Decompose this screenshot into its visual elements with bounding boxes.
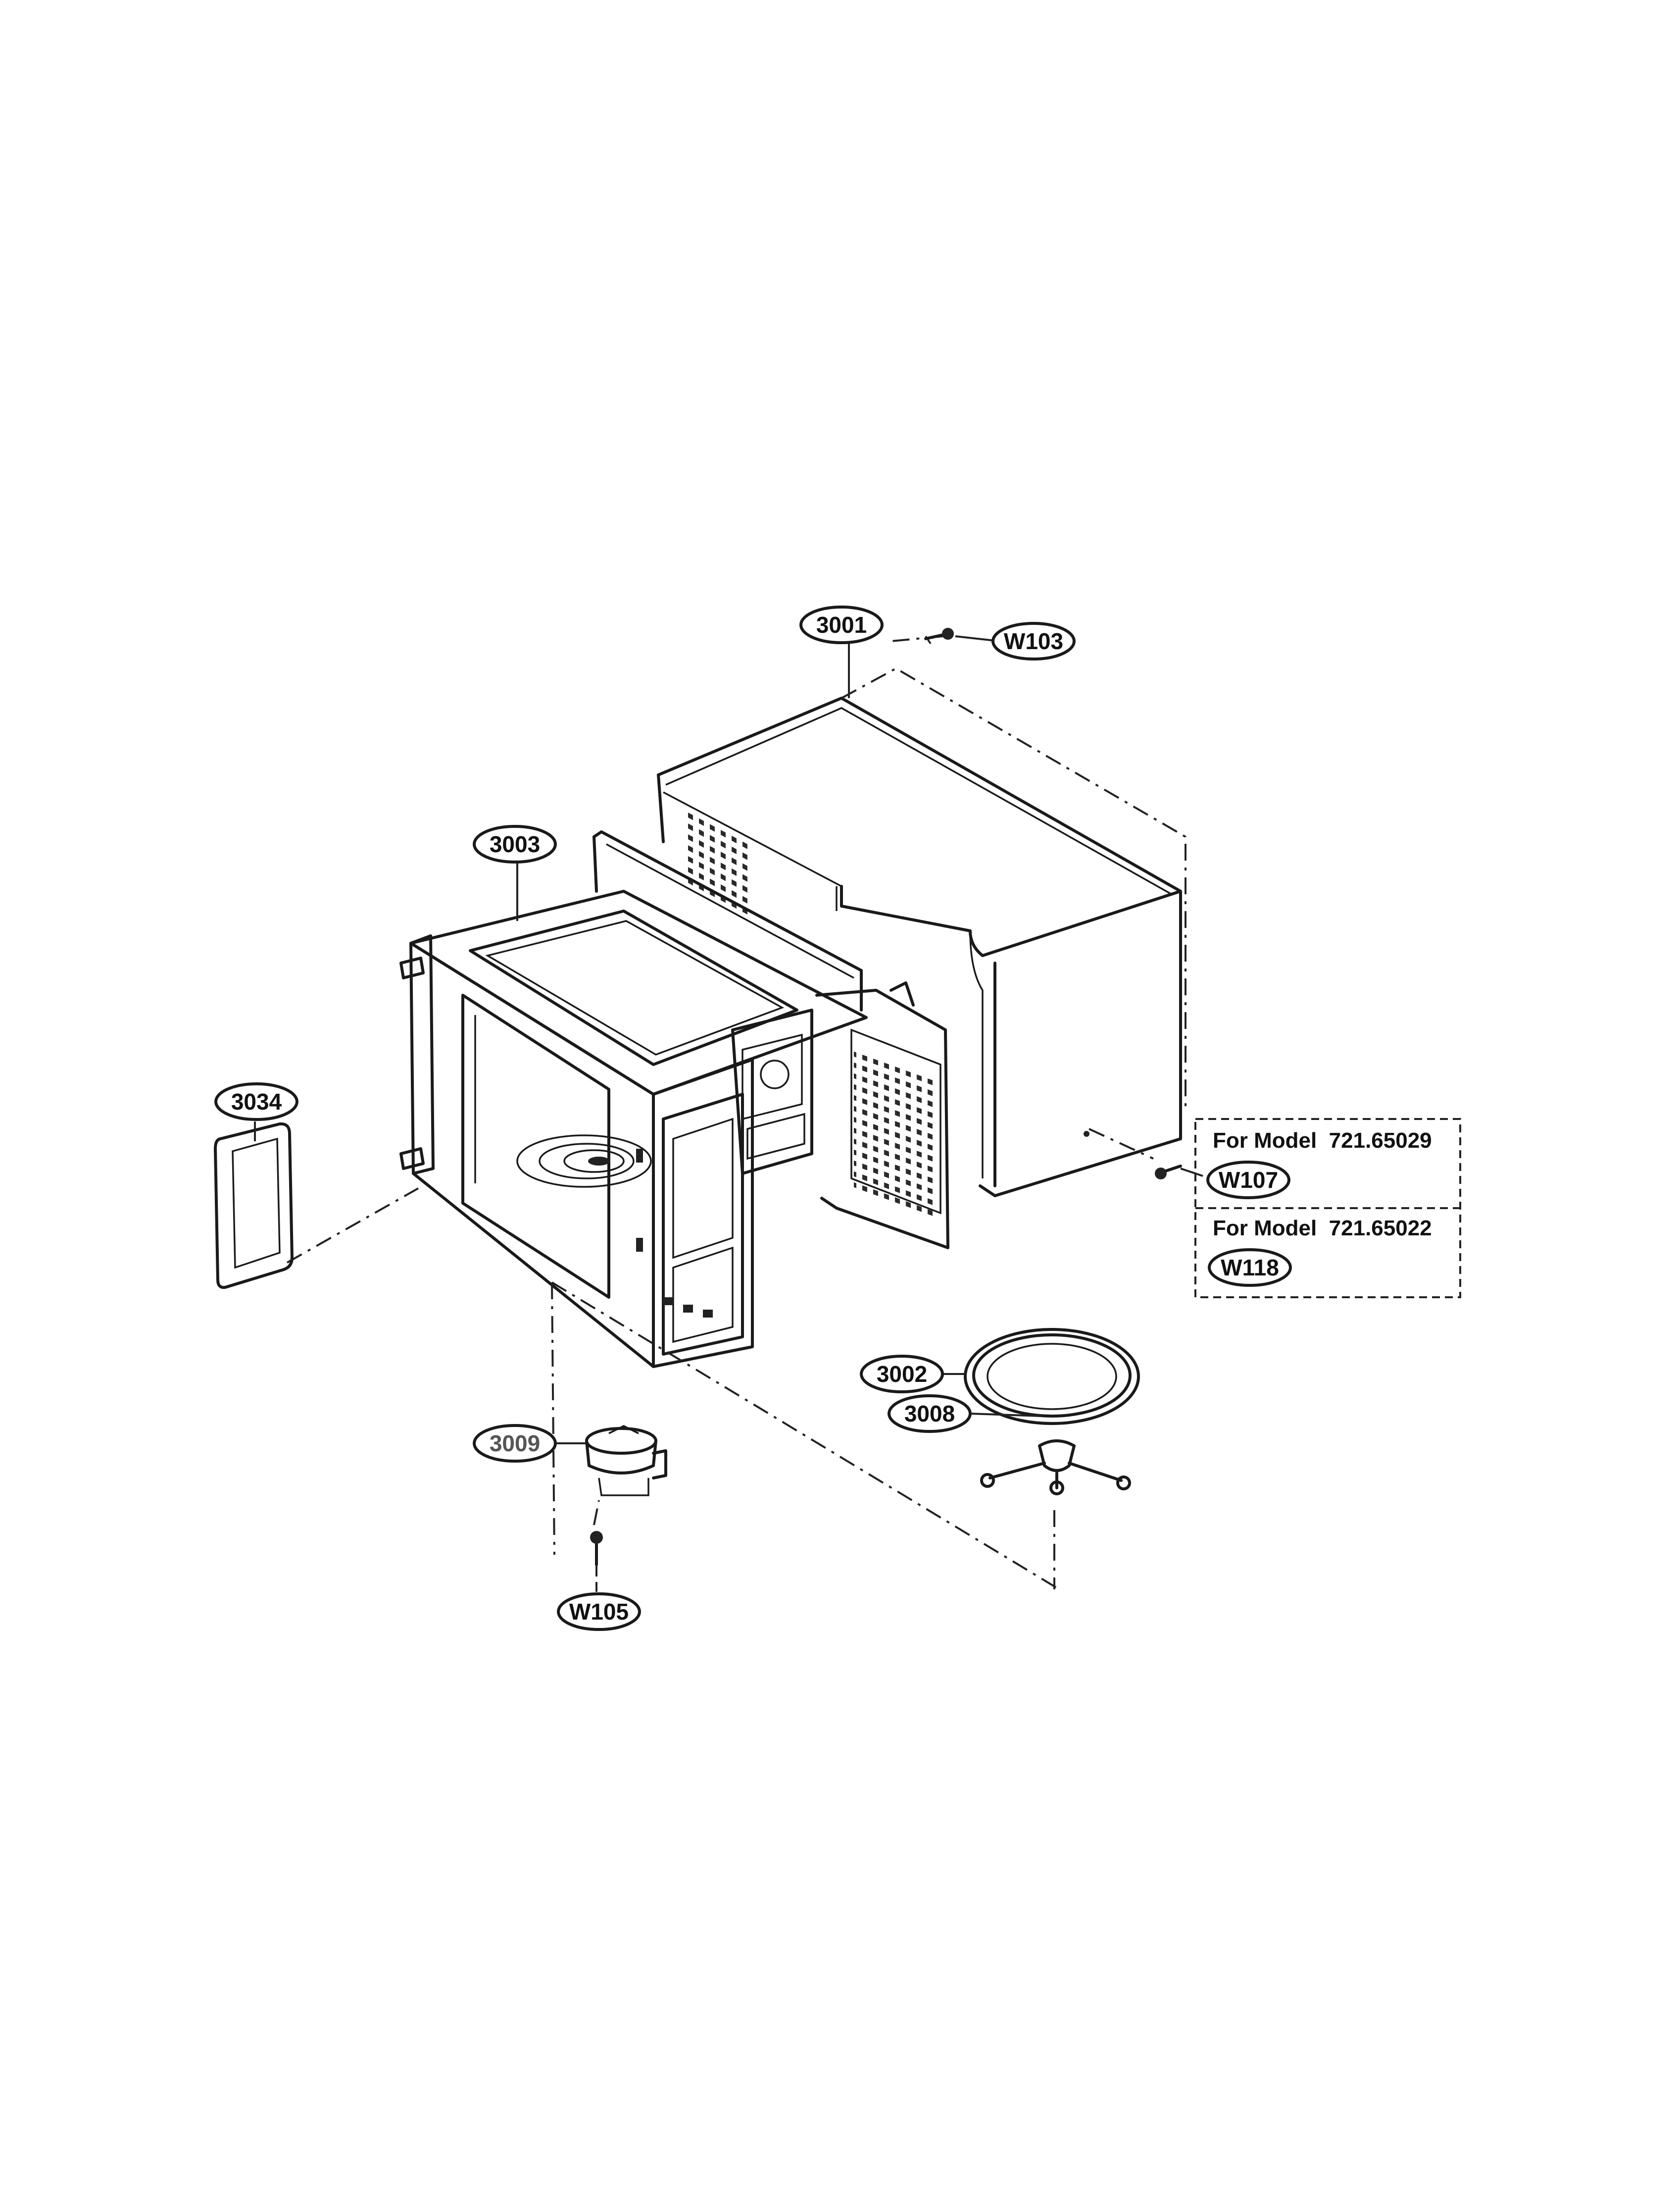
leader-lines <box>254 635 1203 1592</box>
tray-drawing <box>964 1328 1140 1425</box>
callout-3003-text: 3003 <box>490 831 540 857</box>
callout-3034: 3034 <box>214 1082 298 1121</box>
callout-3008-text: 3008 <box>904 1401 955 1426</box>
callout-w107: W107 <box>1206 1161 1290 1199</box>
roller-drawing <box>980 1439 1131 1495</box>
callout-3008: 3008 <box>888 1394 972 1433</box>
callout-3009-text: 3009 <box>490 1430 540 1456</box>
callout-3001: 3001 <box>799 606 884 644</box>
callout-w105-text: W105 <box>569 1599 629 1625</box>
callout-3034-text: 3034 <box>231 1089 282 1115</box>
assembly-guide-lines <box>287 635 1186 1590</box>
callout-w103: W103 <box>991 622 1076 661</box>
model-note-box: For Model 721.65029 W107 For Model 721.6… <box>1194 1118 1461 1298</box>
callout-3001-text: 3001 <box>816 612 867 638</box>
callout-w103-text: W103 <box>1004 628 1063 654</box>
callout-w105: W105 <box>557 1592 641 1631</box>
callout-3009: 3009 <box>473 1424 557 1463</box>
callout-w118-text: W118 <box>1221 1255 1279 1280</box>
callout-3002: 3002 <box>860 1355 944 1393</box>
callout-3003: 3003 <box>473 825 557 864</box>
cover-drawing <box>214 1122 294 1289</box>
motor-drawing <box>585 1425 667 1496</box>
model-note-2: For Model 721.65022 <box>1213 1216 1432 1240</box>
model-note-1: For Model 721.65029 <box>1213 1128 1432 1153</box>
callout-w118: W118 <box>1208 1248 1292 1287</box>
cavity-drawing <box>399 830 868 1368</box>
side-panel-drawing <box>815 981 949 1249</box>
callout-3002-text: 3002 <box>877 1361 927 1387</box>
outer-case-drawing <box>657 697 1182 1197</box>
screws-drawing <box>590 628 1182 1566</box>
callout-w107-text: W107 <box>1219 1167 1278 1193</box>
